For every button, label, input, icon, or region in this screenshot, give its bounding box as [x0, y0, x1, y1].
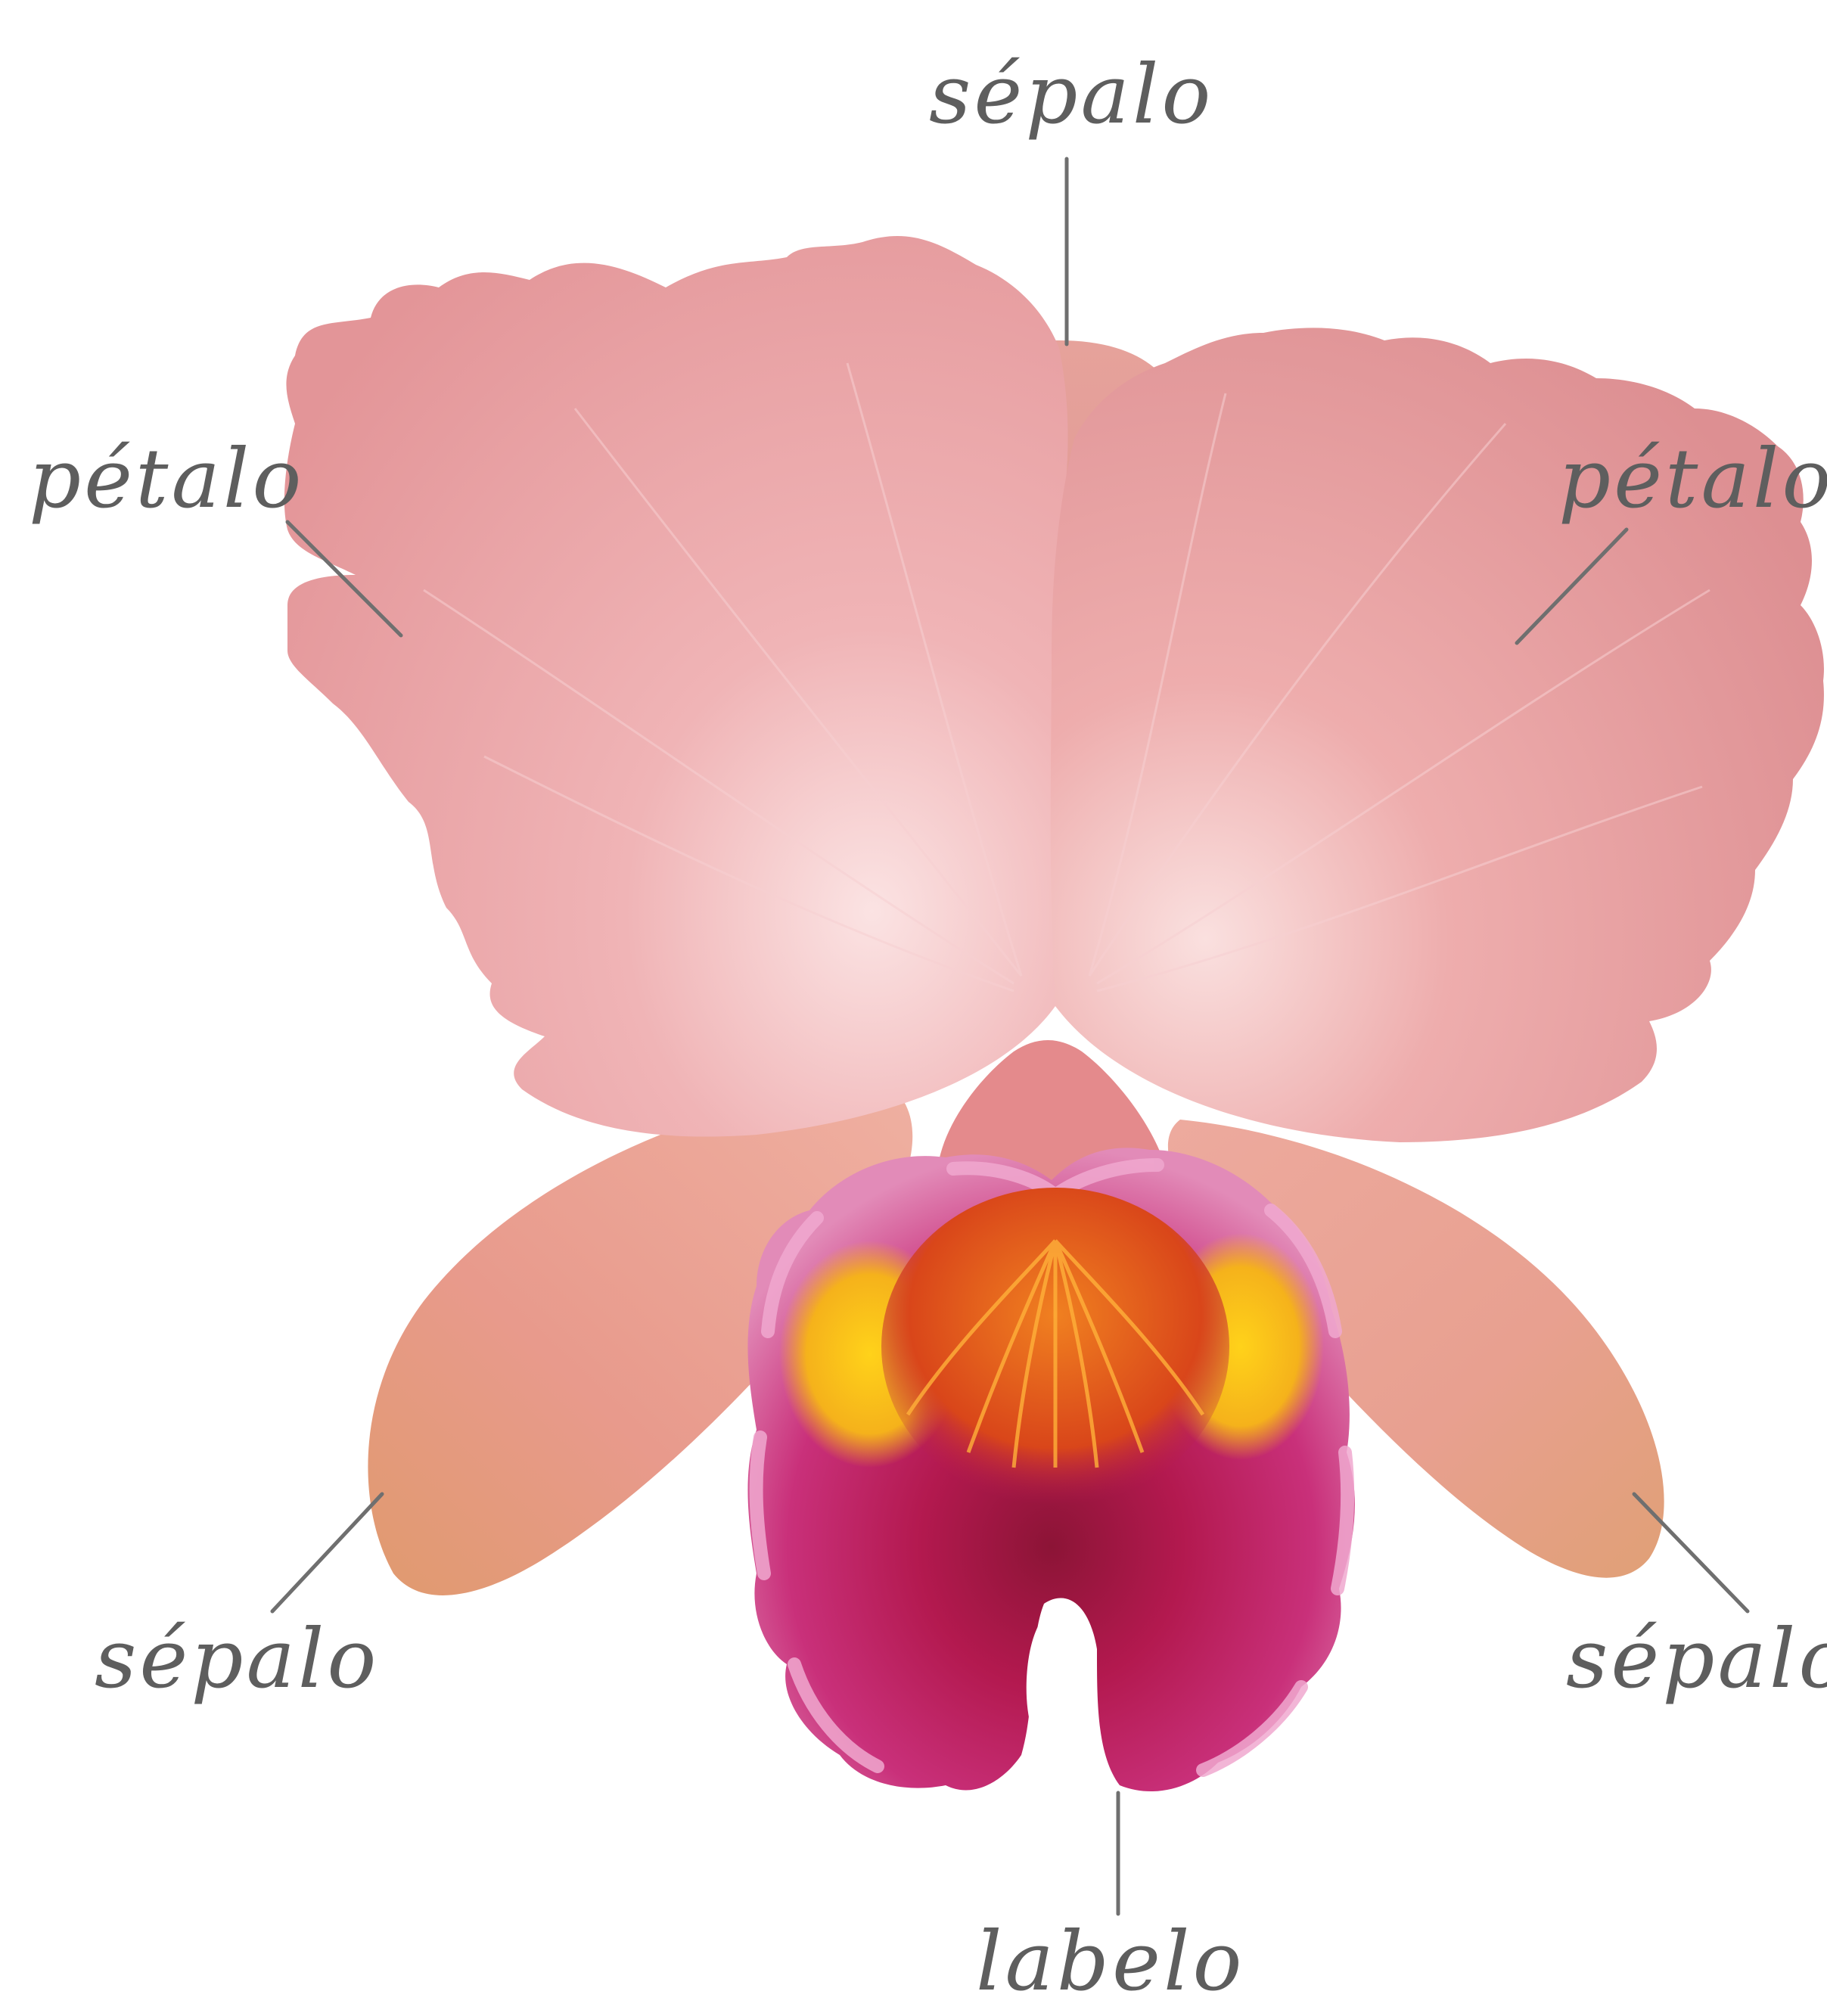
label-sepal-left: sépalo — [95, 1619, 379, 1701]
label-lip: labelo — [976, 1921, 1245, 2003]
label-sepal-right: sépalo — [1566, 1619, 1827, 1701]
leader-sepal-left — [272, 1494, 382, 1611]
petal-left — [284, 236, 1068, 1137]
label-petal-left: pétalo — [29, 439, 304, 520]
label-petal-right: pétalo — [1558, 439, 1827, 520]
label-sepal-top: sépalo — [929, 54, 1213, 136]
